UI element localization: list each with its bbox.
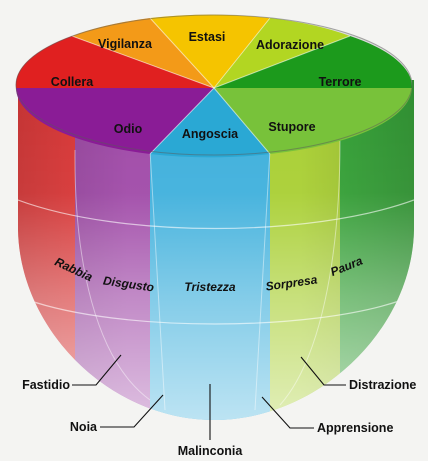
label-vigilanza: Vigilanza	[98, 37, 153, 51]
label-stupore: Stupore	[268, 120, 315, 134]
label-angoscia: Angoscia	[182, 127, 239, 141]
label-malinconia: Malinconia	[178, 444, 244, 458]
label-noia: Noia	[70, 420, 98, 434]
label-apprensione: Apprensione	[317, 421, 393, 435]
label-terrore: Terrore	[319, 75, 362, 89]
label-tristezza: Tristezza	[184, 280, 235, 294]
label-estasi: Estasi	[189, 30, 226, 44]
label-fastidio: Fastidio	[22, 378, 70, 392]
label-distrazione: Distrazione	[349, 378, 416, 392]
label-odio: Odio	[114, 122, 143, 136]
label-adorazione: Adorazione	[256, 38, 324, 52]
label-collera: Collera	[51, 75, 94, 89]
